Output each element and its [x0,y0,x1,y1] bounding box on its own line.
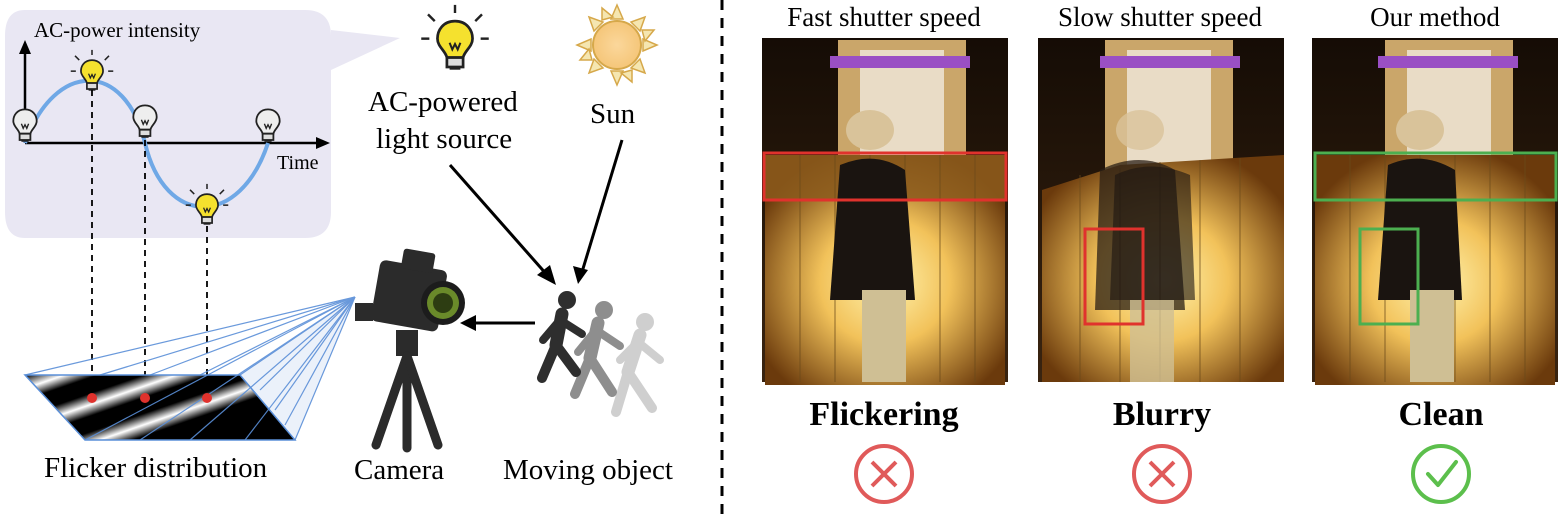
walking-person-icon [537,291,586,383]
photo-our-method [1312,38,1558,385]
sun-label: Sun [590,98,636,130]
flicker-highlight-box [762,151,1008,202]
sample-point [87,393,97,403]
cross-icon [854,444,914,504]
flicker-distribution-plane [23,296,356,441]
flicker-distribution-label: Flicker distribution [44,452,268,484]
panel-title-our-method: Our method [1370,2,1500,32]
graph-time-label: Time [277,152,319,174]
verdict-clean: Clean [1398,396,1484,433]
check-icon [1411,444,1471,504]
camera-label: Camera [354,454,445,486]
blur-highlight-box [1083,227,1145,326]
graph-axis-label: AC-power intensity [34,18,201,42]
sun-icon [575,3,659,87]
clean-highlight-box [1313,151,1558,202]
sample-point [140,393,150,403]
moving-object-label: Moving object [503,454,673,486]
clean-highlight-box [1358,227,1420,326]
ac-light-bulb-icon [419,3,491,70]
cross-icon [1132,444,1192,504]
light-source-label-line2: light source [376,123,513,155]
sample-point [202,393,212,403]
intensity-graph [5,10,400,238]
light-source-label-line1: AC-powered [368,86,518,118]
photo-fast-shutter [762,38,1008,385]
panel-title-fast-shutter: Fast shutter speed [787,2,981,32]
camera-frustum [24,296,356,441]
arrows [448,139,624,325]
walking-person-icon [611,313,664,417]
camera-icon [355,248,465,453]
photo-slow-shutter [1038,38,1284,382]
verdict-blurry: Blurry [1112,396,1212,433]
projection-lines [91,90,208,398]
verdict-flickering: Flickering [809,396,959,433]
panel-title-slow-shutter: Slow shutter speed [1058,2,1262,32]
graph-bubble [5,10,400,238]
walking-person-icon [570,301,624,399]
